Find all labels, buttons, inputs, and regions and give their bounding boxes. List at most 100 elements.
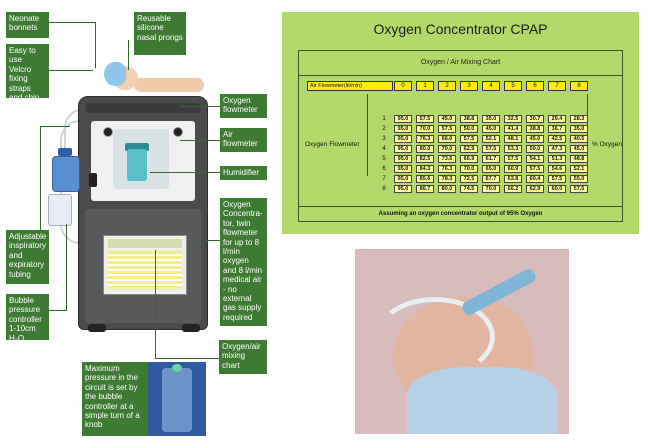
bubble-knob — [172, 364, 182, 372]
mixing-cell: 45.0 — [570, 145, 588, 153]
mixing-cell: 52.1 — [482, 135, 500, 143]
mixing-cell: 63.8 — [504, 175, 522, 183]
bubble-controller-photo — [148, 362, 206, 436]
chart-frame: Oxygen / Air Mixing Chart Air Flowmeter(… — [298, 50, 623, 222]
mixing-cell: 57.5 — [460, 135, 478, 143]
mixing-cell: 45.0 — [482, 125, 500, 133]
air-value-header: 2 — [438, 81, 456, 91]
air-value-header: 8 — [570, 81, 588, 91]
bubble-controller-base — [48, 194, 72, 226]
leader-line — [155, 358, 219, 359]
oxygen-concentrator — [78, 96, 208, 330]
mixing-cell: 45.0 — [438, 115, 456, 123]
mixing-cell: 57.5 — [526, 165, 544, 173]
mixing-cell: 82.5 — [416, 155, 434, 163]
chart-subtitle: Oxygen / Air Mixing Chart — [299, 51, 622, 76]
mixing-cell: 73.6 — [438, 155, 456, 163]
mixing-cell: 57.5 — [438, 125, 456, 133]
bubble-controller-cap — [58, 148, 72, 156]
air-flowmeter-knob — [173, 127, 183, 137]
mixing-cell: 45.0 — [526, 135, 544, 143]
chart-title: Oxygen Concentrator CPAP — [373, 21, 548, 37]
mixing-cell: 60.9 — [504, 165, 522, 173]
air-value-header: 6 — [526, 81, 544, 91]
leader-line — [206, 240, 220, 241]
air-flowmeter-header: Air Flowmeter(lit/min) — [307, 81, 393, 91]
mixing-cell: 53.3 — [504, 145, 522, 153]
mixing-cell: 57.5 — [570, 185, 588, 193]
mixing-cell: 66.2 — [504, 185, 522, 193]
air-value-header: 3 — [460, 81, 478, 91]
cpap-tubing — [375, 297, 495, 377]
power-switch — [89, 173, 97, 187]
oxygen-row-label: 2 — [382, 126, 386, 132]
percent-oxygen-label: % Oxygen — [592, 141, 622, 148]
mixing-cell: 35.0 — [570, 125, 588, 133]
mixing-cell: 54.1 — [526, 155, 544, 163]
mixing-cell: 52.1 — [570, 165, 588, 173]
mixing-cell: 72.5 — [460, 175, 478, 183]
mixing-cell: 70.0 — [482, 185, 500, 193]
air-value-header: 1 — [416, 81, 434, 91]
mixing-cell: 95.0 — [394, 175, 412, 183]
mixing-chart-label — [103, 235, 187, 295]
mixing-cell: 76.3 — [416, 135, 434, 143]
mixing-cell: 65.0 — [482, 165, 500, 173]
machine-handle — [85, 103, 201, 113]
mixing-cell: 29.4 — [548, 115, 566, 123]
leader-line — [40, 126, 70, 127]
mixing-cell: 95.0 — [394, 145, 412, 153]
mixing-cell: 48.8 — [570, 155, 588, 163]
mixing-cell: 36.7 — [548, 125, 566, 133]
wheel — [88, 324, 106, 332]
mixing-cell: 70.0 — [416, 125, 434, 133]
callout-oxygen-flowmeter: Oxygen flowmeter — [220, 94, 267, 118]
baby-doll-body — [134, 78, 204, 92]
air-value-header: 0 — [394, 81, 412, 91]
oxygen-row-label: 5 — [382, 156, 386, 162]
bubble-controller-bottle — [52, 156, 80, 192]
mixing-cell: 62.9 — [460, 145, 478, 153]
oxygen-row-label: 6 — [382, 166, 386, 172]
leader-line — [155, 250, 156, 358]
mixing-cell: 86.7 — [416, 185, 434, 193]
mixing-cell: 60.0 — [548, 185, 566, 193]
mixing-cell: 42.5 — [548, 135, 566, 143]
oxygen-row-label: 7 — [382, 176, 386, 182]
mixing-chart-panel: Oxygen Concentrator CPAP Oxygen / Air Mi… — [282, 12, 639, 234]
mixing-cell: 38.8 — [526, 125, 544, 133]
mixing-cell: 85.6 — [416, 175, 434, 183]
oxygen-flowmeter-label: Oxygen Flowmeter — [305, 141, 360, 148]
callout-adjustable-tubing: Adjustable inspiratory and expiratory tu… — [6, 230, 49, 284]
leader-line — [49, 310, 67, 311]
mixing-cell: 28.3 — [570, 115, 588, 123]
callout-max-pressure: Maximum pressure in the circuit is set b… — [85, 364, 140, 430]
callout-air-flowmeter: Air flowmeter — [220, 128, 267, 152]
oxygen-flowmeter-knob — [103, 127, 113, 137]
leader-line — [180, 106, 220, 107]
bubble-cylinder — [162, 368, 192, 432]
humidifier-cap — [125, 143, 149, 151]
oxygen-row-label: 3 — [382, 136, 386, 142]
mixing-cell: 95.0 — [394, 155, 412, 163]
mixing-cell: 66.9 — [460, 155, 478, 163]
air-value-header: 4 — [482, 81, 500, 91]
callout-mixing-chart: Oxygen/air mixing chart — [219, 340, 267, 374]
mixing-cell: 95.0 — [394, 115, 412, 123]
mixing-cell: 50.0 — [526, 145, 544, 153]
mixing-cell: 30.7 — [526, 115, 544, 123]
bonnet — [104, 62, 126, 86]
mixing-cell: 41.4 — [504, 125, 522, 133]
mixing-cell: 67.7 — [482, 175, 500, 183]
chart-footnote: Assuming an oxygen concentrator output o… — [299, 206, 622, 221]
mixing-cell: 62.9 — [526, 185, 544, 193]
mixing-cell: 80.0 — [416, 145, 434, 153]
leader-line — [66, 224, 67, 310]
callout-bubble-controller: Bubble pressure controller 1-10cm H₂O — [6, 294, 49, 343]
mixing-cell: 50.0 — [460, 125, 478, 133]
mixing-cell: 55.0 — [570, 175, 588, 183]
mixing-cell: 47.3 — [548, 145, 566, 153]
mixing-cell: 54.6 — [548, 165, 566, 173]
callout-velcro-straps: Easy to use Velcro fixing straps and chi… — [6, 44, 49, 111]
oxygen-row-label: 4 — [382, 146, 386, 152]
